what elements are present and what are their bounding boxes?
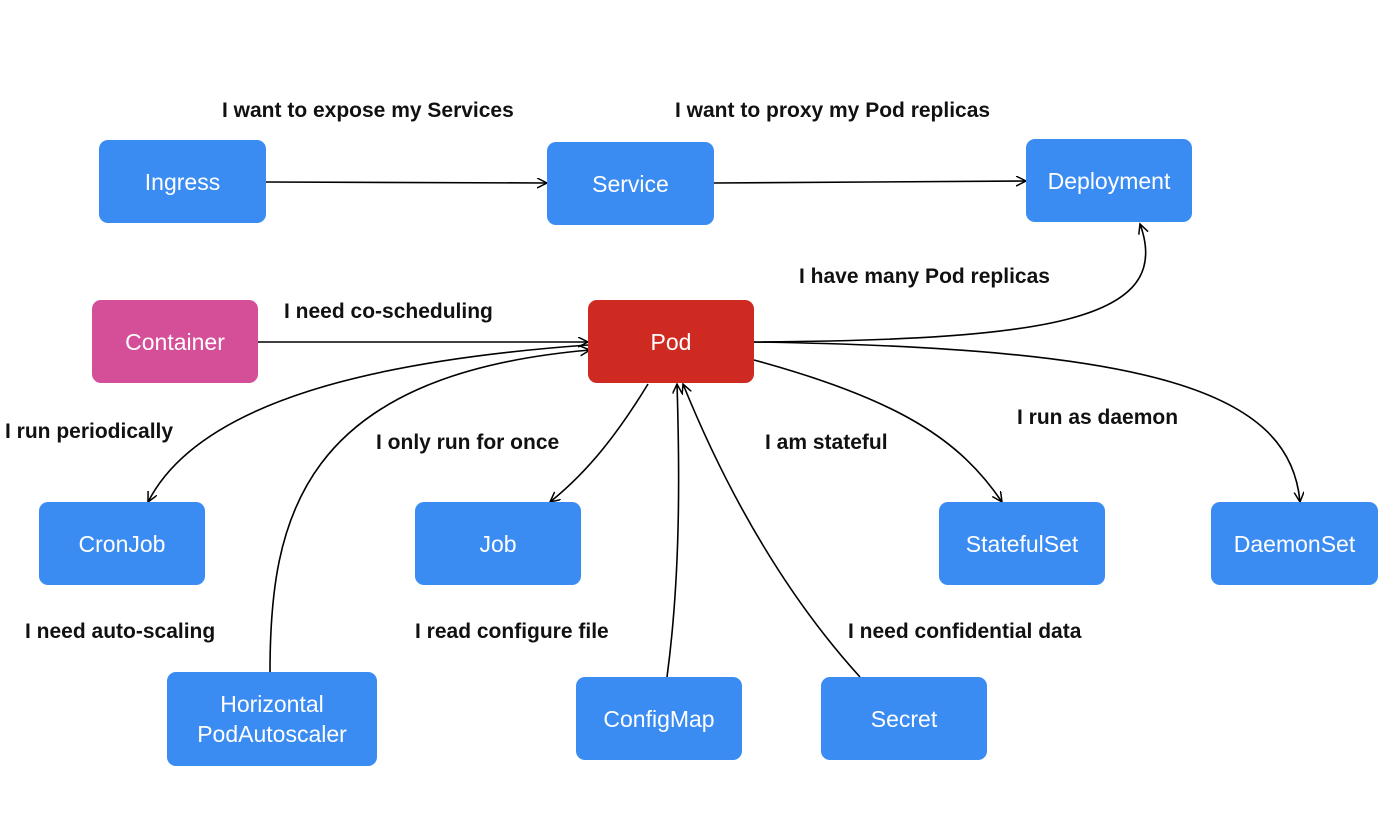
- label-many-replicas: I have many Pod replicas: [799, 265, 1050, 288]
- deployment-node: Deployment: [1026, 139, 1192, 222]
- edge-ingress-service: [265, 182, 547, 183]
- label-proxy-replicas: I want to proxy my Pod replicas: [675, 99, 991, 122]
- service-node: Service: [547, 142, 714, 225]
- label-daemon: I run as daemon: [1017, 406, 1179, 429]
- label-configure-file: I read configure file: [415, 620, 609, 643]
- edge-pod-deployment: [753, 224, 1146, 343]
- ingress-node: Ingress: [99, 140, 266, 223]
- hpa-node: Horizontal PodAutoscaler: [167, 672, 377, 766]
- edge-pod-job: [550, 383, 649, 502]
- label-stateful: I am stateful: [765, 431, 888, 454]
- label-expose-services: I want to expose my Services: [222, 99, 514, 122]
- label-run-periodically: I run periodically: [5, 420, 174, 443]
- cronjob-node: CronJob: [39, 502, 205, 585]
- edge-pod-cronjob: [148, 344, 589, 502]
- edge-hpa-pod: [269, 350, 590, 673]
- label-auto-scaling: I need auto-scaling: [25, 620, 216, 643]
- pod-node: Pod: [588, 300, 754, 383]
- configmap-node: ConfigMap: [576, 677, 742, 760]
- edge-pod-statefulset: [753, 359, 1002, 502]
- edge-service-deployment: [713, 181, 1026, 183]
- edge-secret-pod: [683, 384, 861, 678]
- secret-node: Secret: [821, 677, 987, 760]
- label-run-once: I only run for once: [376, 431, 560, 454]
- statefulset-node: StatefulSet: [939, 502, 1105, 585]
- container-node: Container: [92, 300, 258, 383]
- daemonset-node: DaemonSet: [1211, 502, 1378, 585]
- label-co-scheduling: I need co-scheduling: [284, 300, 493, 323]
- edge-pod-daemonset: [753, 341, 1300, 502]
- edge-configmap-pod: [666, 384, 679, 678]
- job-node: Job: [415, 502, 581, 585]
- label-confidential: I need confidential data: [848, 620, 1082, 643]
